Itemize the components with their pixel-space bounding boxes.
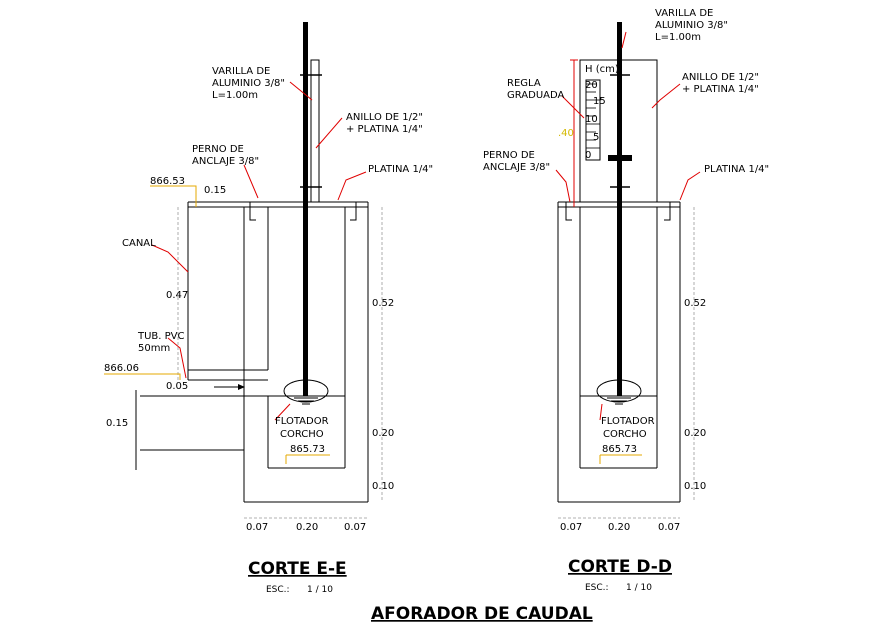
e-dim-020-h: 0.20 <box>296 522 318 533</box>
d-dim-052: 0.52 <box>684 298 706 309</box>
d-platina-label: PLATINA 1/4" <box>704 164 769 175</box>
e-tub-line1: TUB. PVC <box>137 331 185 342</box>
e-section-title: CORTE E-E <box>248 559 347 579</box>
d-gauge-tick-20: 20 <box>585 80 598 91</box>
e-flotador-line2: CORCHO <box>280 429 324 440</box>
e-varilla-line3: L=1.00m <box>212 90 258 101</box>
e-dim-007-r: 0.07 <box>344 522 366 533</box>
e-dim-010: 0.10 <box>372 481 394 492</box>
section-e-geometry <box>104 22 383 519</box>
e-scale-label: ESC.: <box>266 585 290 595</box>
d-flotador-line2: CORCHO <box>603 429 647 440</box>
e-dim-052: 0.52 <box>372 298 394 309</box>
e-varilla-line1: VARILLA DE <box>212 66 270 77</box>
d-gauge-tick-5: 5 <box>593 132 599 143</box>
d-dim-007-l: 0.07 <box>560 522 582 533</box>
e-flotador-line1: FLOTADOR <box>275 416 329 427</box>
e-dim-047: 0.47 <box>166 290 188 301</box>
d-anillo-line2: + PLATINA 1/4" <box>682 84 759 95</box>
d-dim-010: 0.10 <box>684 481 706 492</box>
e-perno-line2: ANCLAJE 3/8" <box>192 156 259 167</box>
e-dim-020-v: 0.20 <box>372 428 394 439</box>
d-regla-line2: GRADUADA <box>507 90 565 101</box>
e-dim-005: 0.05 <box>166 381 188 392</box>
d-perno-line1: PERNO DE <box>483 150 535 161</box>
d-gauge-tick-10: 10 <box>585 114 598 125</box>
d-scale-label: ESC.: <box>585 583 609 593</box>
e-elev-bottom: 865.73 <box>290 444 325 455</box>
d-perno-line2: ANCLAJE 3/8" <box>483 162 550 173</box>
e-varilla-line2: ALUMINIO 3/8" <box>212 78 285 89</box>
e-scale-value: 1 / 10 <box>307 585 333 595</box>
e-canal-label: CANAL <box>122 238 156 249</box>
d-varilla-line1: VARILLA DE <box>655 8 713 19</box>
d-section-title: CORTE D-D <box>568 557 672 577</box>
e-platina-label: PLATINA 1/4" <box>368 164 433 175</box>
e-elev-pipe: 866.06 <box>104 363 139 374</box>
d-regla-line1: REGLA <box>507 78 541 89</box>
e-perno-line1: PERNO DE <box>192 144 244 155</box>
d-dim-007-r: 0.07 <box>658 522 680 533</box>
e-elev-top: 866.53 <box>150 176 185 187</box>
e-dim-015-left: 0.15 <box>106 418 128 429</box>
e-anillo-line1: ANILLO DE 1/2" <box>346 112 423 123</box>
d-gauge-tick-15: 15 <box>593 96 606 107</box>
d-varilla-line3: L=1.00m <box>655 32 701 43</box>
e-dim-015-top: 0.15 <box>204 185 226 196</box>
e-anillo-line2: + PLATINA 1/4" <box>346 124 423 135</box>
d-gauge-tick-0: 0 <box>585 150 591 161</box>
drawing-title: AFORADOR DE CAUDAL <box>371 604 593 624</box>
d-dim-40: .40 <box>558 128 574 139</box>
d-scale-value: 1 / 10 <box>626 583 652 593</box>
d-elev-bottom: 865.73 <box>602 444 637 455</box>
d-varilla-line2: ALUMINIO 3/8" <box>655 20 728 31</box>
e-dim-007-l: 0.07 <box>246 522 268 533</box>
d-dim-020-h: 0.20 <box>608 522 630 533</box>
d-anillo-line1: ANILLO DE 1/2" <box>682 72 759 83</box>
e-tub-line2: 50mm <box>138 343 170 354</box>
d-flotador-line1: FLOTADOR <box>601 416 655 427</box>
d-dim-020-v: 0.20 <box>684 428 706 439</box>
section-d-geometry <box>555 22 701 519</box>
d-h-label: H (cm) <box>585 64 619 75</box>
